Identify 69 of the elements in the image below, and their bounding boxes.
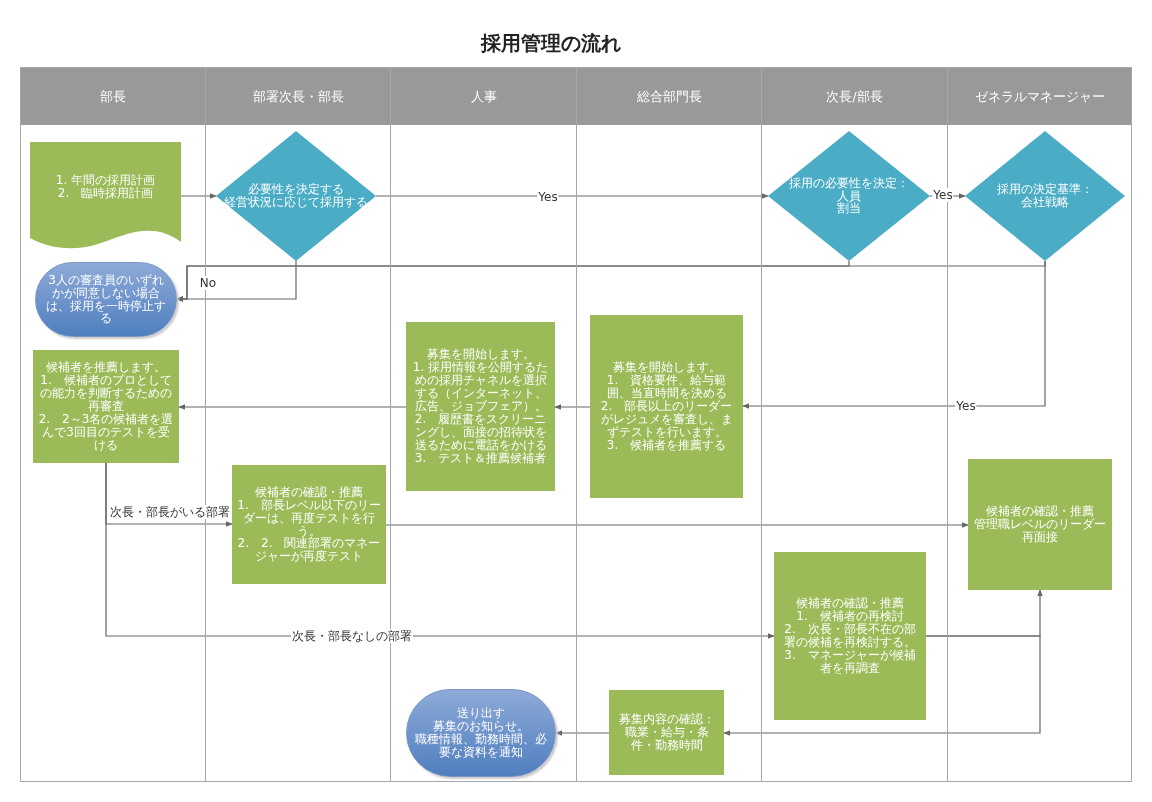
lane-header: 人事 [391,68,576,125]
decision-diamond [768,131,930,261]
terminator-shape [35,262,177,337]
node-heading: 送り出す [457,707,505,721]
arrow [554,404,591,410]
node-text: 2. 履歴書をスクリーニングし、面接の招待状を送るために電話をかける [413,412,548,452]
node-text: 3. テスト＆推薦候補者 [414,451,547,465]
decision-diamond [216,131,376,261]
arrow [375,193,769,199]
arrow [178,404,407,410]
node-heading: 募集を開始します。 [426,348,535,362]
lane-header: 部署次長・部長 [206,68,390,125]
node-text: 3. 候補者を推薦する [606,438,727,452]
lane-header: 総合部門長 [577,68,761,125]
node-heading: 1. 年間の採用計画 [55,174,156,187]
node-text: 1. 資格要件、給与範囲、当直時間を決める [605,374,728,400]
node-heading: 候補者の確認・推薦 [986,505,1094,518]
lane-header: 部長 [21,68,205,125]
node-heading: 募集を開始します。 [612,361,721,375]
node-heading: 候補者の確認・推薦 [255,485,363,499]
node-text: 募集内容の確認：職業・給与・条件・勤務時間 [617,713,716,752]
node-text: 募集のお知らせ。 [433,720,529,733]
swimlane [576,67,762,782]
node-text: 管理職レベルのリーダー再面接 [973,518,1107,544]
arrow [555,730,610,736]
node-text: 3. マネージャーが候補者を再調査 [783,648,917,675]
node-text: 2. 2～3名の候補者を選んで3回目のテストを受ける [38,412,174,452]
process-box [33,350,179,463]
node-text: 2. 次長・部長不在の部署の候補を再検討する。 [783,623,917,649]
edge-label: Yes [537,190,559,204]
edge-label: 次長・部長なしの部署 [291,629,413,643]
node-text: 1. 採用情報を公開するための採用チャネルを選択する（インターネット、広告、ジョブフェア）。 [411,361,550,413]
arrow [929,193,966,199]
edge-label: No [198,276,218,290]
node-text: 人員 [837,189,861,203]
process-box [968,459,1112,590]
arrow [385,522,969,528]
node-text: 1. 候補者の再検討 [796,610,904,624]
node-text: 1. 部長レベル以下のリーダーは、再度テストを行う。 [237,498,381,538]
arrow [180,193,217,199]
process-box [609,690,724,775]
edge-label: 次長・部長がいる部署 [109,505,231,519]
node-text: 会社戦略 [1021,196,1069,209]
node-heading: 採用の必要性を決定： [789,176,909,190]
node-heading: 必要性を決定する [248,183,344,196]
edge-label: Yes [932,188,954,202]
node-heading: 採用の決定基準： [997,183,1093,196]
document-shape [30,142,181,250]
process-box [774,552,926,720]
edge-label: Yes [955,399,977,413]
node-heading: 候補者を推薦します。 [46,361,166,375]
arrow [742,260,1046,409]
node-text: 2. 臨時採用計画 [57,187,154,200]
process-box [590,315,743,498]
node-text: 割当 [837,202,861,216]
diagram-title: 採用管理の流れ [479,30,622,57]
lane-header: ゼネラルマネージャー [948,68,1131,125]
node-text: 3人の審査員のいずれかが同意しない場合は、採用を一時停止する [45,273,167,326]
process-box [232,465,386,584]
arrow [723,635,1041,736]
process-box [406,322,555,491]
node-text: 2. 部長以上のリーダーがレジュメを審査し、まずテストを行います。 [599,400,734,439]
lane-header: 次長/部長 [762,68,947,125]
node-text: 職種情報、勤務時間、必要な資料を通知 [415,733,547,759]
node-heading: 候補者の確認・推薦 [796,597,904,611]
node-text: 1. 候補者のプロとしての能力を判断するための再審査 [39,374,173,413]
node-text: 2. 2. 関連部署のマネージャーが再度テスト [237,537,381,564]
decision-diamond [965,131,1125,261]
terminator-shape [406,689,556,777]
